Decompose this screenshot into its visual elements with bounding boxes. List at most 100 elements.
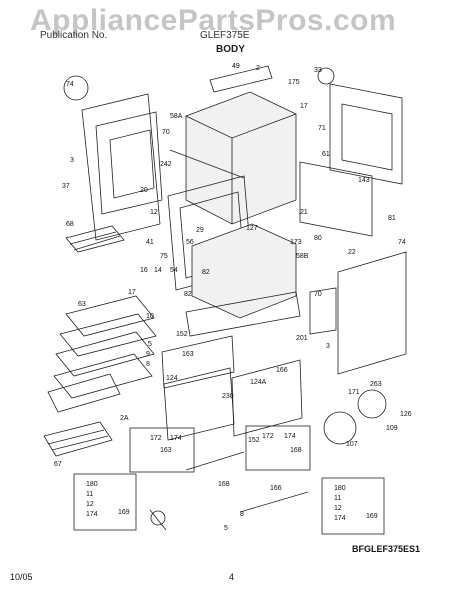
- part-label: 58A: [170, 113, 183, 120]
- part-label: 5: [224, 525, 228, 532]
- fan-motor: [317, 67, 335, 85]
- part-label: 21: [300, 209, 308, 216]
- part-label: 70: [162, 129, 170, 136]
- convection-fan: [357, 389, 387, 419]
- watermark: AppliancePartsPros.com: [30, 4, 397, 37]
- part-label: 168: [218, 481, 230, 488]
- side-shield: [309, 287, 337, 335]
- part-label: 58B: [296, 253, 309, 260]
- part-label: 152: [248, 437, 260, 444]
- upper-cavity: [185, 91, 297, 225]
- trim-rail: [169, 149, 245, 179]
- part-label: 152: [176, 331, 188, 338]
- part-label: 61: [322, 151, 330, 158]
- part-label: 2A: [120, 415, 129, 422]
- door-glass: [109, 129, 155, 199]
- diagram-reference-code: BFGLEF375ES1: [352, 544, 421, 554]
- part-label: 33: [314, 67, 322, 74]
- bake-element: [43, 421, 113, 457]
- part-label: 16: [140, 267, 148, 274]
- fan-cover: [323, 411, 357, 445]
- part-label: 174: [284, 433, 296, 440]
- part-label: 81: [388, 215, 396, 222]
- part-label: 127: [246, 225, 258, 232]
- part-label: 17: [128, 289, 136, 296]
- oven-rack-middle: [55, 331, 155, 377]
- broil-element: [65, 225, 125, 253]
- part-label: 41: [146, 239, 154, 246]
- part-label: 37: [62, 183, 70, 190]
- part-label: 163: [182, 351, 194, 358]
- part-label: 180: [334, 485, 346, 492]
- rear-panel: [329, 83, 403, 185]
- part-label: 201: [296, 335, 308, 342]
- part-label: 12: [334, 505, 342, 512]
- hinge-rail-left: [185, 451, 245, 471]
- part-label: 174: [170, 435, 182, 442]
- part-label: 8: [146, 361, 150, 368]
- part-label: 172: [262, 433, 274, 440]
- part-label: 171: [348, 389, 360, 396]
- part-label: 74: [398, 239, 406, 246]
- part-label: 230: [222, 393, 234, 400]
- part-label: 54: [170, 267, 178, 274]
- bottom-frame: [185, 291, 301, 337]
- part-label: 5: [148, 341, 152, 348]
- part-label: 20: [140, 187, 148, 194]
- part-label: 12: [150, 209, 158, 216]
- lower-trim-frame-right: [231, 359, 303, 437]
- part-label: 107: [346, 441, 358, 448]
- part-label: 172: [150, 435, 162, 442]
- lower-trim-frame: [163, 367, 235, 441]
- part-label: 82: [184, 291, 192, 298]
- part-label: 49: [232, 63, 240, 70]
- part-label: 74: [66, 81, 74, 88]
- part-label: 143: [358, 177, 370, 184]
- part-label: 242: [160, 161, 172, 168]
- broil-element-coils: [69, 231, 121, 251]
- model-number: GLEF375E: [200, 30, 250, 41]
- part-label: 12: [86, 501, 94, 508]
- part-label: 3: [70, 157, 74, 164]
- part-label: 175: [288, 79, 300, 86]
- part-label: 124A: [250, 379, 267, 386]
- part-label: 67: [54, 461, 62, 468]
- diagram-linework: [43, 65, 407, 535]
- publication-label: Publication No.: [40, 30, 108, 41]
- part-label: 169: [118, 509, 130, 516]
- top-vent-cover: [209, 65, 273, 93]
- part-label: 180: [86, 481, 98, 488]
- part-label: 174: [334, 515, 346, 522]
- footer-page-number: 4: [229, 572, 235, 582]
- door-panel: [81, 93, 161, 241]
- broiler-pan: [65, 295, 155, 337]
- rear-vent-grid: [341, 103, 393, 171]
- part-label: 163: [160, 447, 172, 454]
- part-label: 263: [370, 381, 382, 388]
- part-label: 75: [160, 253, 168, 260]
- hinge-rail-right: [239, 491, 309, 513]
- vent-trim-left: [161, 335, 235, 389]
- latch-callout-right: [321, 477, 385, 535]
- part-label: 10: [146, 313, 154, 320]
- part-label: 168: [290, 447, 302, 454]
- part-label: 166: [270, 485, 282, 492]
- part-label: 174: [86, 511, 98, 518]
- screw-callout: [150, 510, 166, 526]
- part-label: 124: [166, 375, 178, 382]
- mounting-plate: [299, 161, 373, 237]
- part-number-labels: 74 2 49 175 33 58A 70 71 3 242 17 61 143…: [54, 63, 412, 532]
- part-label: 11: [86, 491, 93, 498]
- probe-callout-circle: [63, 75, 89, 101]
- part-label: 70: [314, 291, 322, 298]
- part-label: 109: [386, 425, 398, 432]
- part-label: 29: [196, 227, 204, 234]
- part-label: 166: [276, 367, 288, 374]
- part-label: 14: [154, 267, 162, 274]
- oven-rack-upper: [59, 313, 157, 357]
- part-label: 11: [334, 495, 341, 502]
- part-label: 17: [300, 103, 308, 110]
- side-panel: [337, 251, 407, 375]
- part-label: 22: [348, 249, 356, 256]
